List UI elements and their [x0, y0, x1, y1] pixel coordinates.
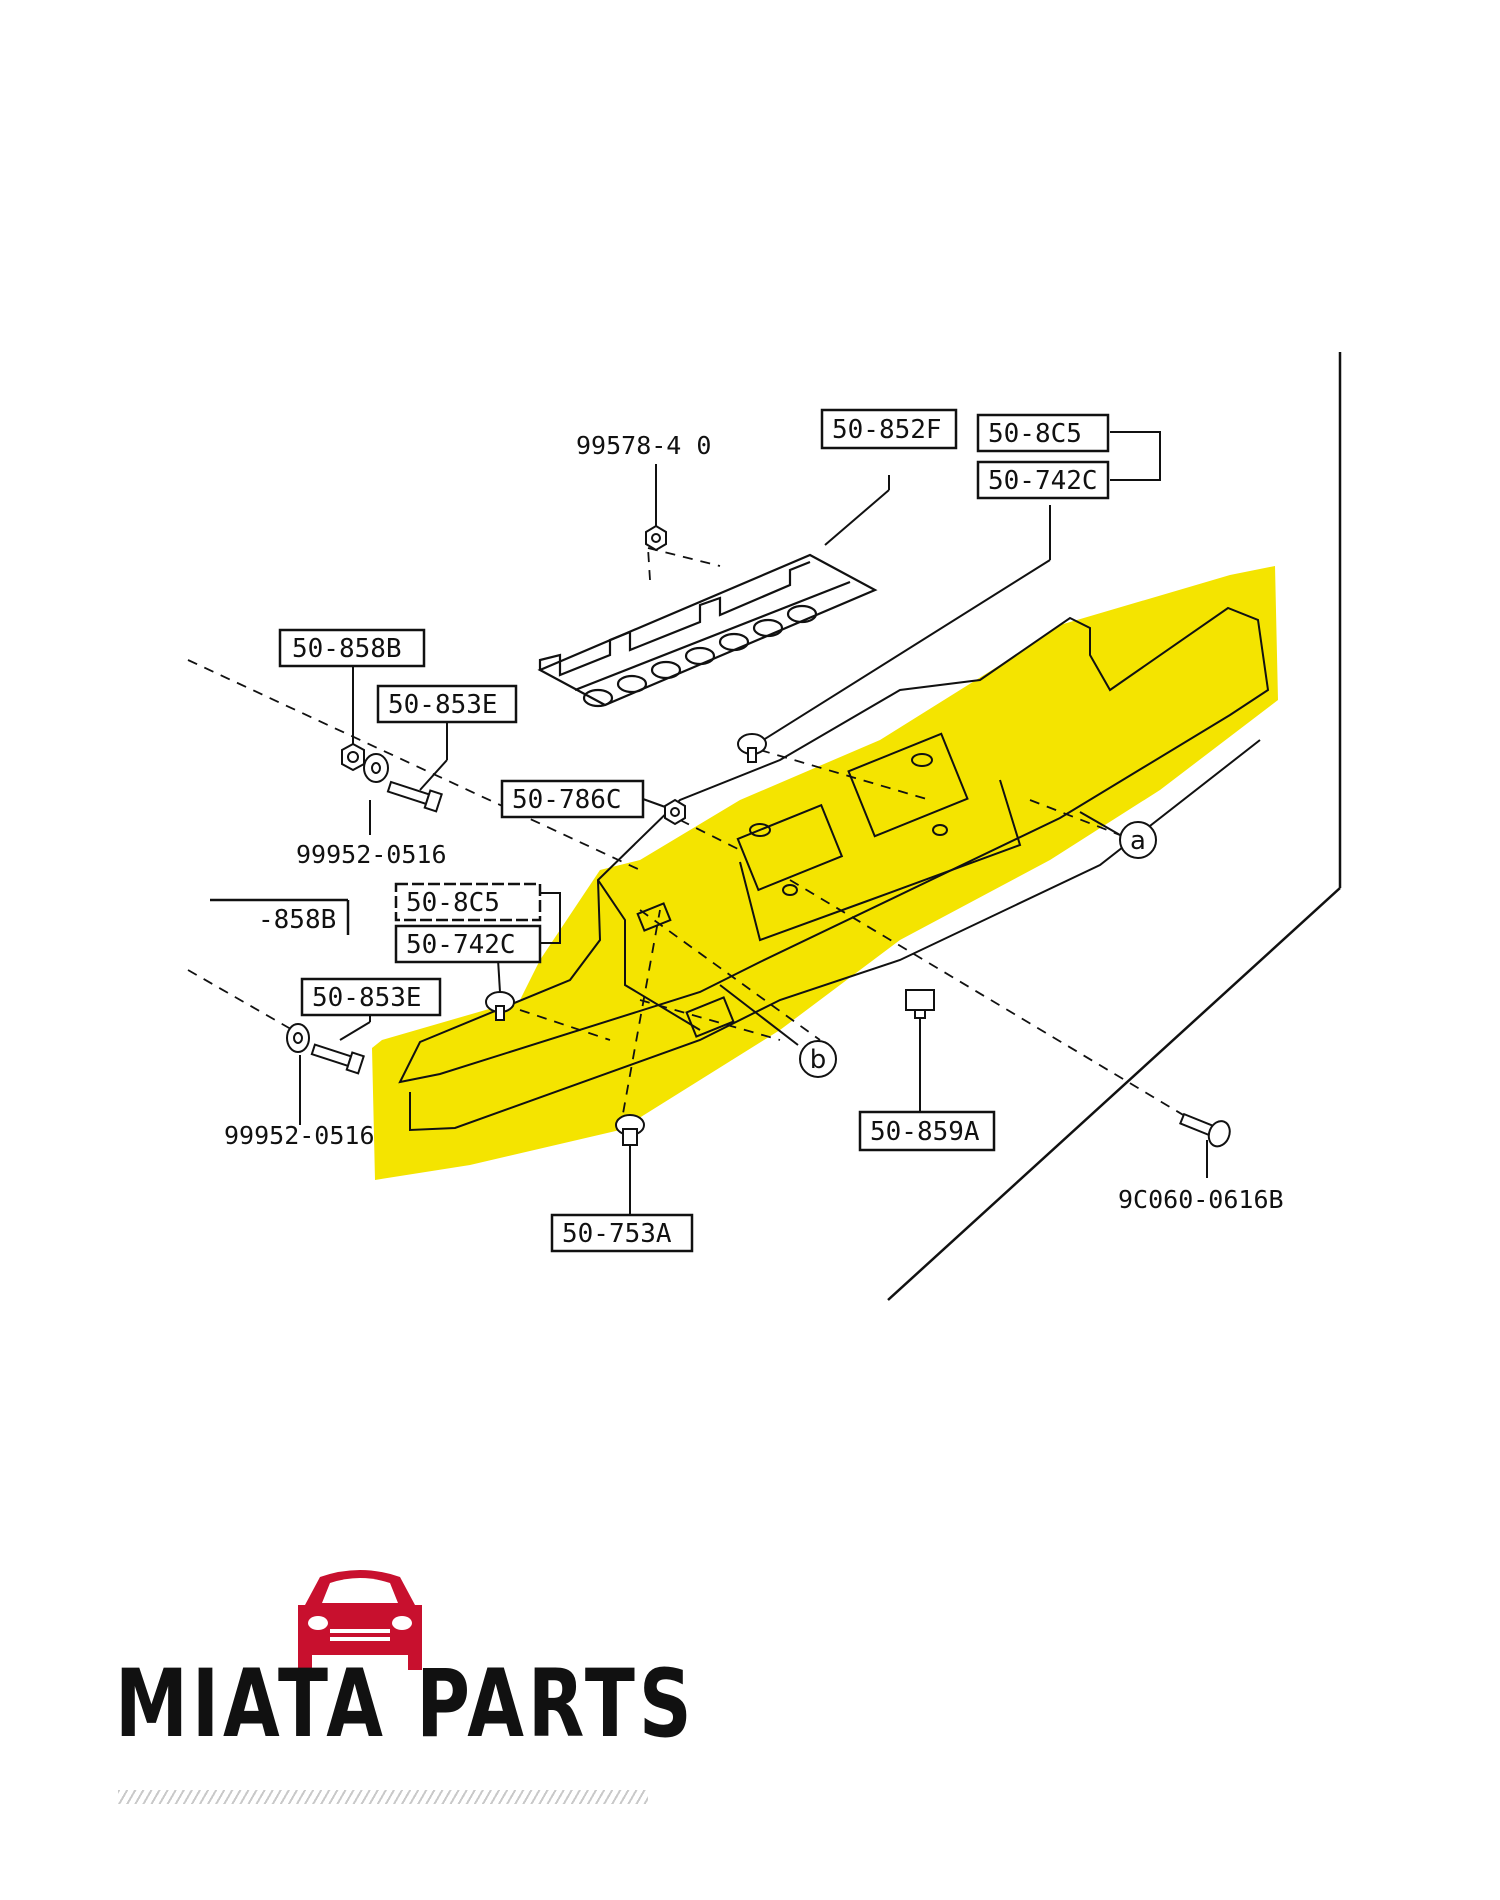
label-clip-b2: 50-742C — [406, 930, 516, 960]
label-nut-left: 50-858B — [292, 634, 402, 664]
left-screw2 — [310, 1043, 365, 1075]
bracket-clip — [905, 989, 935, 1019]
guide-lines — [187, 547, 1201, 1131]
leader-lines — [299, 431, 1208, 1215]
marker-a-text: a — [1130, 826, 1146, 856]
box-clip-b2 — [394, 924, 542, 964]
box-clip-a2 — [394, 882, 542, 922]
left-screw — [386, 780, 443, 813]
frame-lines — [887, 352, 1342, 1301]
label-bracket: 50-859A — [870, 1117, 980, 1147]
brand-underline — [118, 1790, 648, 1804]
top-nut — [645, 524, 667, 552]
label-washer-left: 99952-0516 — [296, 840, 447, 869]
box-nut-left — [278, 628, 426, 668]
box-clip-b — [976, 460, 1110, 500]
label-clip-a2: 50-8C5 — [406, 888, 500, 918]
bottom-fastener — [615, 1114, 645, 1146]
top-clip — [737, 733, 767, 763]
label-reinforcement: 50-852F — [832, 415, 942, 445]
right-bolt — [1179, 1112, 1231, 1148]
label-nut-left2: -858B — [258, 905, 336, 935]
box-reinforcement — [820, 408, 958, 450]
marker-a: a — [1119, 821, 1157, 859]
box-clip-a — [976, 413, 1110, 453]
marker-b-text: b — [810, 1045, 827, 1075]
box-screw-left2 — [300, 977, 442, 1017]
box-screw-left — [376, 684, 518, 724]
bumper-outline — [398, 606, 1270, 1132]
label-screw-left: 50-853E — [388, 690, 498, 720]
box-nut-center — [500, 779, 645, 819]
reinforcement-bracket — [537, 553, 878, 708]
car-logo — [298, 1570, 422, 1670]
left-washer2 — [286, 1023, 310, 1053]
label-nut-center: 50-786C — [512, 785, 622, 815]
box-bracket — [858, 1110, 996, 1152]
left-clip2 — [485, 991, 515, 1021]
label-bolt-right: 9C060-0616B — [1118, 1185, 1284, 1214]
label-top-bolt: 99578-4 0 — [576, 431, 711, 460]
left-washer — [363, 753, 389, 783]
label-screw-left2: 50-853E — [312, 983, 422, 1013]
bumper-highlight — [372, 566, 1278, 1180]
label-washer-left2: 99952-0516 — [224, 1121, 375, 1150]
center-nut — [664, 798, 686, 826]
label-clip-a: 50-8C5 — [988, 419, 1082, 449]
brand-name: MIATA PARTS — [115, 1650, 696, 1759]
marker-b: b — [799, 1040, 837, 1078]
fasteners — [286, 524, 1231, 1148]
left-nut — [341, 742, 365, 772]
box-fastener-bottom — [550, 1213, 694, 1253]
label-clip-b: 50-742C — [988, 466, 1098, 496]
label-fastener-bottom: 50-753A — [562, 1219, 672, 1249]
